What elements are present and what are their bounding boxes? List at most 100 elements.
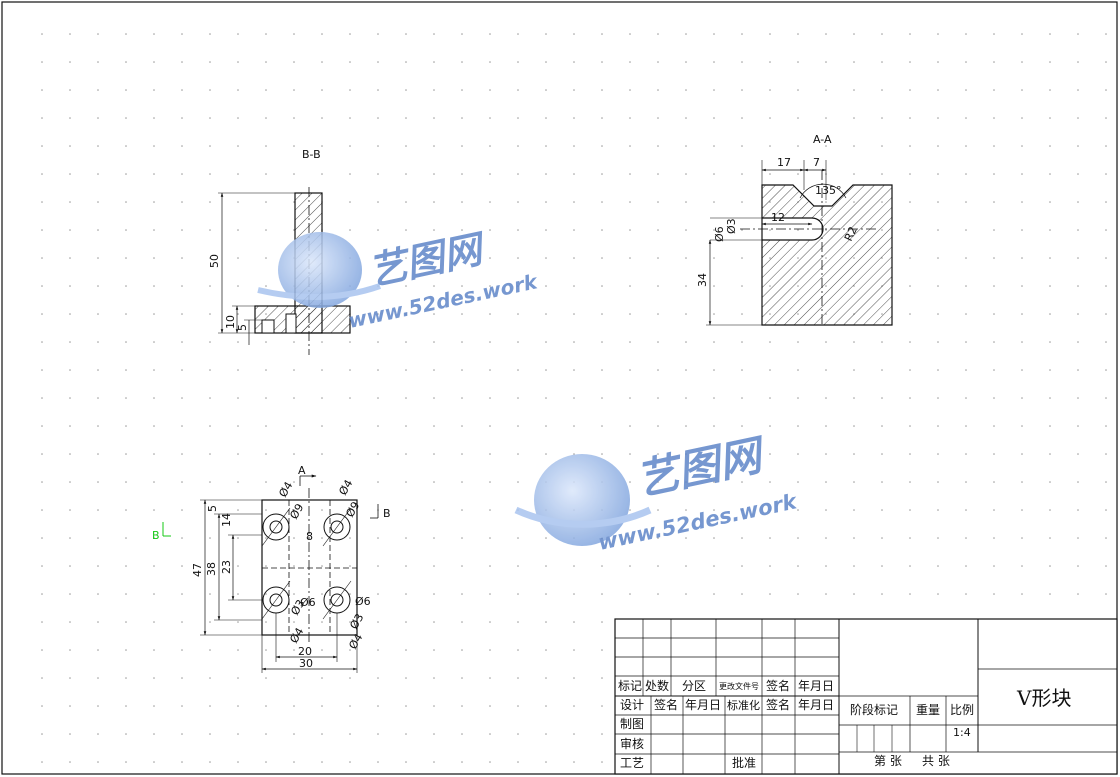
grid-dot xyxy=(265,397,267,399)
grid-dot xyxy=(153,341,155,343)
grid-dot xyxy=(349,481,351,483)
grid-dot xyxy=(433,33,435,35)
grid-dot xyxy=(181,565,183,567)
grid-dot xyxy=(909,341,911,343)
grid-dot xyxy=(629,33,631,35)
grid-dot xyxy=(461,593,463,595)
grid-dot xyxy=(209,537,211,539)
grid-dot xyxy=(97,201,99,203)
aa-dim-dia3: Ø3 xyxy=(725,218,738,234)
aa-dim-7: 7 xyxy=(813,156,820,169)
grid-dot xyxy=(97,313,99,315)
grid-dot xyxy=(461,733,463,735)
grid-dot xyxy=(237,677,239,679)
grid-dot xyxy=(433,341,435,343)
grid-dot xyxy=(517,705,519,707)
grid-dot xyxy=(1049,481,1051,483)
grid-dot xyxy=(321,117,323,119)
grid-dot xyxy=(489,761,491,763)
grid-dot xyxy=(433,89,435,91)
grid-dot xyxy=(909,145,911,147)
grid-dot xyxy=(1077,397,1079,399)
grid-dot xyxy=(265,257,267,259)
grid-dot xyxy=(153,229,155,231)
grid-dot xyxy=(517,145,519,147)
tb-scale-value: 1:4 xyxy=(953,726,971,739)
grid-dot xyxy=(461,61,463,63)
grid-dot xyxy=(993,173,995,175)
grid-dot xyxy=(97,61,99,63)
arrow-b-left-label: B xyxy=(152,529,160,542)
grid-dot xyxy=(1105,117,1107,119)
grid-dot xyxy=(545,145,547,147)
grid-dot xyxy=(741,145,743,147)
grid-dot xyxy=(1077,145,1079,147)
grid-dot xyxy=(209,257,211,259)
grid-dot xyxy=(349,173,351,175)
aa-angle-arc xyxy=(799,183,847,199)
grid-dot xyxy=(41,369,43,371)
grid-dot xyxy=(825,509,827,511)
grid-dot xyxy=(545,565,547,567)
grid-dot xyxy=(797,481,799,483)
grid-dot xyxy=(965,537,967,539)
grid-dot xyxy=(713,341,715,343)
grid-dot xyxy=(489,621,491,623)
grid-dot xyxy=(629,89,631,91)
grid-dot xyxy=(377,341,379,343)
grid-dot xyxy=(545,33,547,35)
grid-dot xyxy=(41,33,43,35)
grid-dot xyxy=(461,229,463,231)
grid-dot xyxy=(909,229,911,231)
grid-dot xyxy=(769,145,771,147)
grid-dot xyxy=(825,201,827,203)
grid-dot xyxy=(965,369,967,371)
grid-dot xyxy=(545,229,547,231)
grid-dot xyxy=(517,201,519,203)
grid-dot xyxy=(377,201,379,203)
tb-date-1: 年月日 xyxy=(798,679,834,693)
grid-dot xyxy=(321,369,323,371)
grid-dot xyxy=(629,425,631,427)
grid-dot xyxy=(657,33,659,35)
grid-dot xyxy=(881,537,883,539)
grid-dot xyxy=(209,229,211,231)
grid-dot xyxy=(657,453,659,455)
grid-dot xyxy=(629,61,631,63)
grid-dot xyxy=(209,173,211,175)
grid-dot xyxy=(209,565,211,567)
grid-dot xyxy=(1021,229,1023,231)
grid-dot xyxy=(181,537,183,539)
grid-dot xyxy=(41,145,43,147)
grid-dot xyxy=(713,453,715,455)
section-aa-view: A-A 17 7 135° 12 Ø6 Ø3 R2 34 xyxy=(696,133,893,326)
grid-dot xyxy=(41,509,43,511)
grid-dot xyxy=(909,173,911,175)
grid-dot xyxy=(377,425,379,427)
grid-dot xyxy=(489,201,491,203)
grid-dot xyxy=(41,565,43,567)
grid-dot xyxy=(265,761,267,763)
tb-check: 审核 xyxy=(620,736,644,751)
grid-dot xyxy=(1077,89,1079,91)
grid-dot xyxy=(209,145,211,147)
grid-dot xyxy=(461,677,463,679)
grid-dot xyxy=(1077,61,1079,63)
grid-dot xyxy=(741,313,743,315)
grid-dot xyxy=(433,285,435,287)
grid-dot xyxy=(853,173,855,175)
grid-dot xyxy=(713,369,715,371)
grid-dot xyxy=(153,705,155,707)
tb-scale-label: 比例 xyxy=(950,703,974,717)
grid-dot xyxy=(265,453,267,455)
grid-dot xyxy=(41,257,43,259)
grid-dot xyxy=(685,593,687,595)
grid-dot xyxy=(41,201,43,203)
grid-dot xyxy=(517,565,519,567)
grid-dot xyxy=(405,145,407,147)
grid-dot xyxy=(965,61,967,63)
grid-dot xyxy=(1021,117,1023,119)
grid-dot xyxy=(1077,565,1079,567)
grid-dot xyxy=(657,145,659,147)
